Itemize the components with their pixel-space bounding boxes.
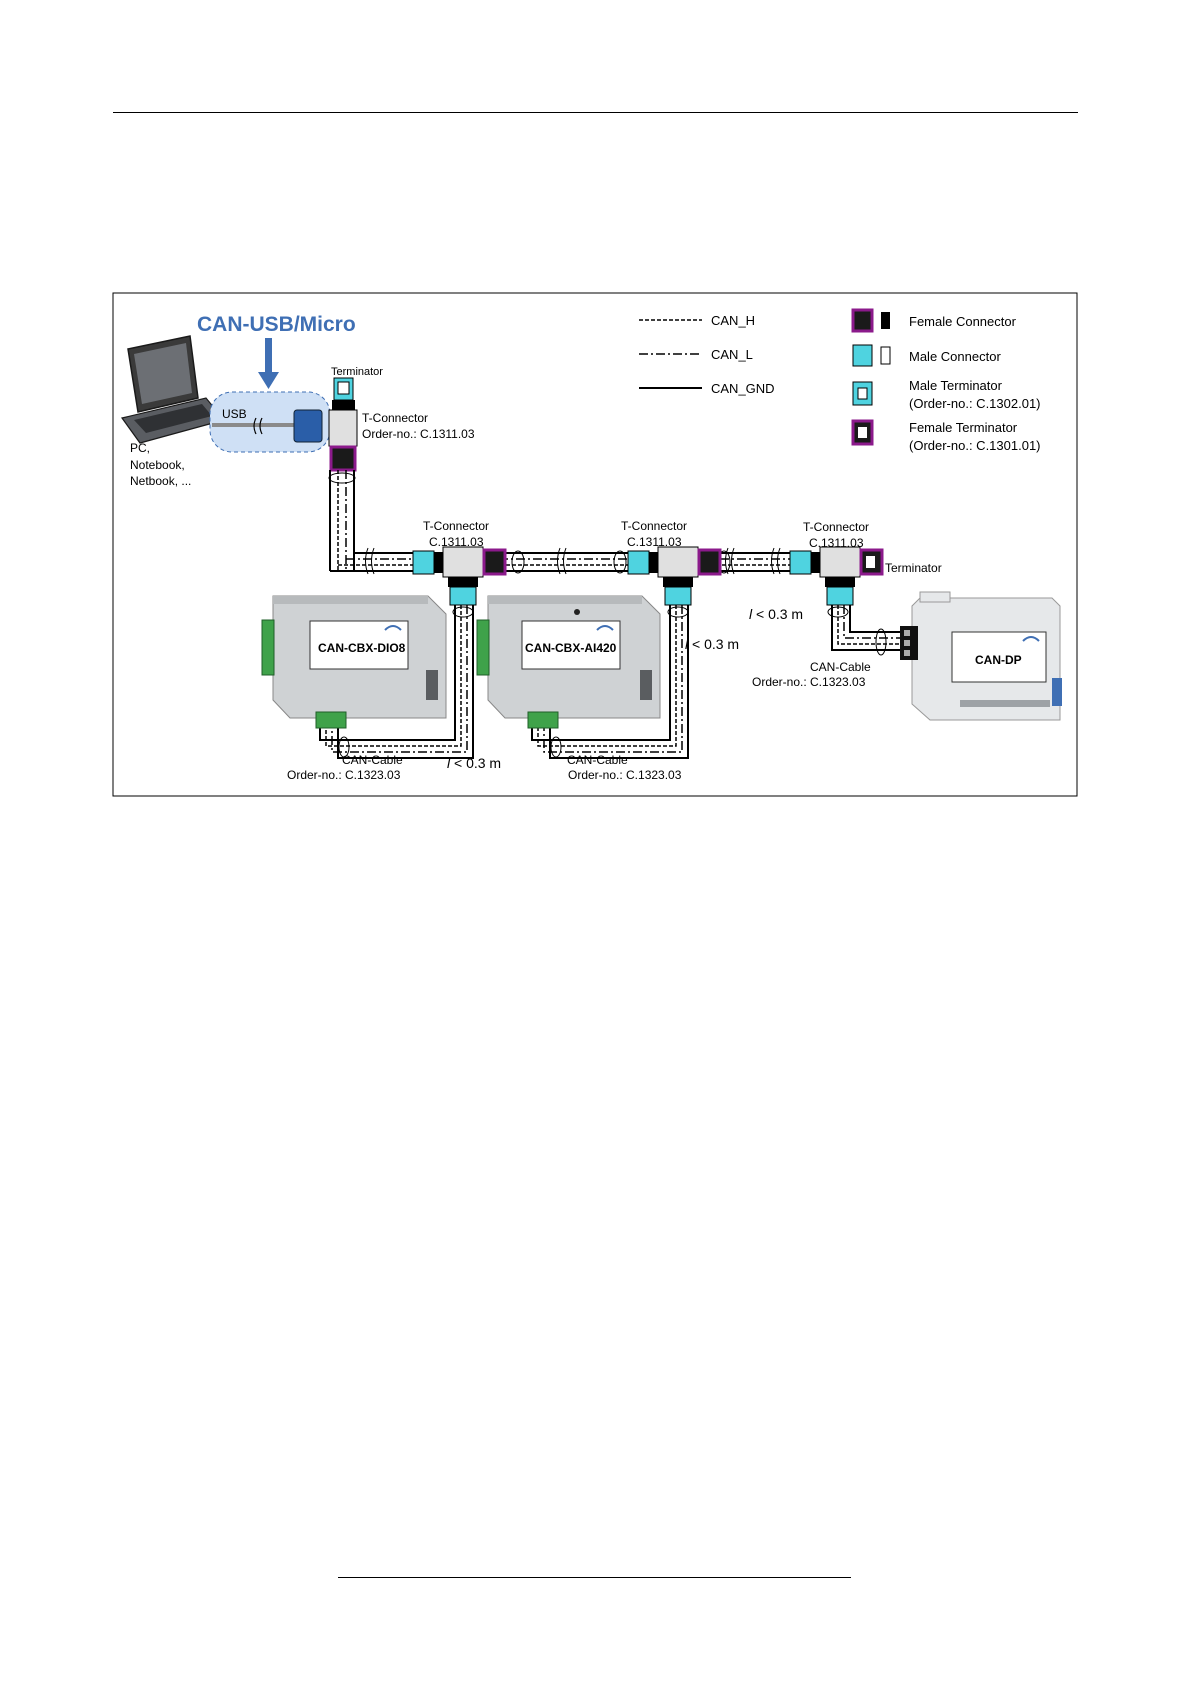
legend-male-terminator-inner xyxy=(857,387,868,400)
diagram-frame xyxy=(112,292,1078,797)
length-note-1: l < 0.3 m xyxy=(447,755,501,771)
laptop-icon xyxy=(120,335,226,444)
legend-female-connector-icon xyxy=(851,308,874,333)
device-3-name: CAN-DP xyxy=(975,653,1022,667)
esd-logo-icon-3 xyxy=(1022,636,1040,642)
drop-cable-3 xyxy=(831,605,905,651)
cable-sheath-ring-2 xyxy=(511,550,525,574)
length-note-2: l < 0.3 m xyxy=(685,636,739,652)
device-can-dp: CAN-DP xyxy=(900,591,1062,721)
top-tconn-label: T-Connector xyxy=(362,411,428,425)
drop-cable-3-ring xyxy=(827,606,849,618)
esd-logo-icon xyxy=(384,625,402,631)
cable-1-name: CAN-Cable xyxy=(342,753,403,767)
legend-female-terminator-inner xyxy=(858,427,867,438)
legend-female-pin-icon xyxy=(881,312,890,329)
tconnector-3-order: C.1311.03 xyxy=(809,536,864,550)
drop-cable-1-ring xyxy=(452,606,474,618)
cable-sheath-ring-3 xyxy=(613,550,627,574)
length-note-3: l < 0.3 m xyxy=(749,606,803,622)
device-cbx-dio8: CAN-CBX-DIO8 xyxy=(261,595,447,729)
drop-cable-2-ring xyxy=(667,606,689,618)
top-tconn-body xyxy=(328,409,358,447)
tconnector-1-label: T-Connector xyxy=(423,519,489,533)
legend-male-terminator-2: (Order-no.: C.1302.01) xyxy=(909,396,1041,411)
device-3-label-panel xyxy=(951,631,1047,683)
device-1-label-panel xyxy=(309,620,409,670)
usb-label: USB xyxy=(222,407,247,421)
tconnector-2-order: C.1311.03 xyxy=(627,535,682,549)
legend-male-connector-icon xyxy=(852,344,873,367)
drop-cable-3-ring-2 xyxy=(875,628,887,656)
legend-male-connector: Male Connector xyxy=(909,349,1001,364)
esd-logo-icon-2 xyxy=(596,625,614,631)
host-line-3: Netbook, ... xyxy=(130,474,191,488)
legend-female-terminator-2: (Order-no.: C.1301.01) xyxy=(909,438,1041,453)
tconnector-2 xyxy=(627,546,722,606)
end-terminator-label: Terminator xyxy=(885,561,942,575)
adapter-title: CAN-USB/Micro xyxy=(197,313,356,336)
cable-break-icon-2 xyxy=(557,547,567,575)
usb-can-plug xyxy=(293,409,323,443)
cable-1-order: Order-no.: C.1323.03 xyxy=(287,768,401,782)
top-tconn-black xyxy=(332,400,355,410)
tconnector-1-order: C.1311.03 xyxy=(429,535,484,549)
usb-cable xyxy=(212,423,298,427)
title-arrow-shaft xyxy=(265,338,272,374)
drop-cable-1 xyxy=(319,605,474,759)
bus-cable-vertical xyxy=(329,470,355,571)
tconnector-3 xyxy=(789,546,884,606)
legend-can-l: CAN_L xyxy=(711,347,753,362)
bus-cable-horizontal xyxy=(330,552,830,572)
top-terminator-inner xyxy=(337,381,350,395)
cable-break-icon xyxy=(253,417,263,435)
legend-female-terminator-1: Female Terminator xyxy=(909,420,1018,435)
title-arrow-head xyxy=(258,372,279,389)
header-rule xyxy=(113,112,1078,113)
legend-male-terminator-1: Male Terminator xyxy=(909,378,1003,393)
cable-break-icon-1 xyxy=(365,547,375,575)
device-2-name: CAN-CBX-AI420 xyxy=(525,641,617,655)
top-tconn-order: Order-no.: C.1311.03 xyxy=(362,427,475,441)
legend-can-gnd: CAN_GND xyxy=(711,381,775,396)
host-line-1: PC, xyxy=(130,441,150,455)
device-1-name: CAN-CBX-DIO8 xyxy=(318,641,406,655)
drop-cable-2-ring-2 xyxy=(550,736,562,758)
drop-cable-1-ring-2 xyxy=(338,736,350,758)
device-cbx-ai420: CAN-CBX-AI420 xyxy=(476,595,661,729)
top-tconn-female xyxy=(329,445,357,472)
top-terminator-label: Terminator xyxy=(331,366,383,378)
drop-cable-2 xyxy=(531,605,689,759)
cable-3-name: CAN-Cable xyxy=(810,660,871,674)
cable-break-icon-4 xyxy=(771,547,781,575)
tconnector-1 xyxy=(412,546,507,606)
legend-male-pin-icon xyxy=(880,346,891,365)
device-2-label-panel xyxy=(521,620,621,670)
legend-female-connector: Female Connector xyxy=(909,314,1017,329)
cable-sheath-ring xyxy=(328,472,356,484)
legend-can-h: CAN_H xyxy=(711,313,755,328)
tconnector-3-label: T-Connector xyxy=(803,520,869,534)
cable-3-order: Order-no.: C.1323.03 xyxy=(752,675,866,689)
host-line-2: Notebook, xyxy=(130,458,185,472)
cable-2-order: Order-no.: C.1323.03 xyxy=(568,768,682,782)
footer-rule xyxy=(338,1577,851,1578)
cable-2-name: CAN-Cable xyxy=(567,753,628,767)
tconnector-2-label: T-Connector xyxy=(621,519,687,533)
